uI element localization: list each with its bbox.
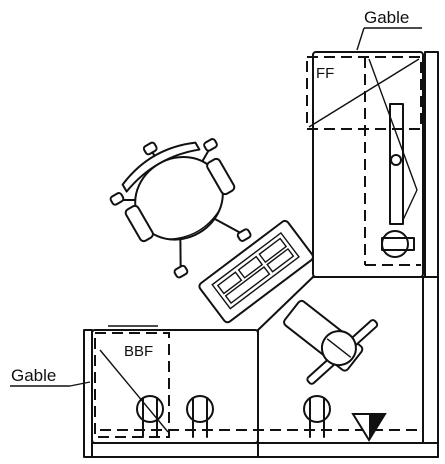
ff-label: FF	[316, 65, 334, 82]
grommet-1	[136, 395, 164, 438]
gable-top-label: Gable	[364, 8, 409, 27]
right-pedestal	[364, 57, 421, 266]
gable-left-callout: Gable	[10, 366, 91, 387]
monitor-arm	[283, 299, 379, 385]
right-gable-panel	[424, 51, 439, 278]
right-desk-grommet	[381, 154, 415, 258]
bbf-label: BBF	[124, 343, 153, 360]
grommet-3	[303, 395, 331, 438]
grommet-2	[186, 395, 214, 438]
gable-top-callout: Gable	[356, 8, 422, 51]
gable-left-label: Gable	[11, 366, 56, 385]
office-chair	[109, 138, 252, 279]
keyboard-tray	[198, 219, 314, 324]
left-gable-panel	[83, 329, 93, 458]
triangle-marker-icon	[351, 413, 387, 442]
